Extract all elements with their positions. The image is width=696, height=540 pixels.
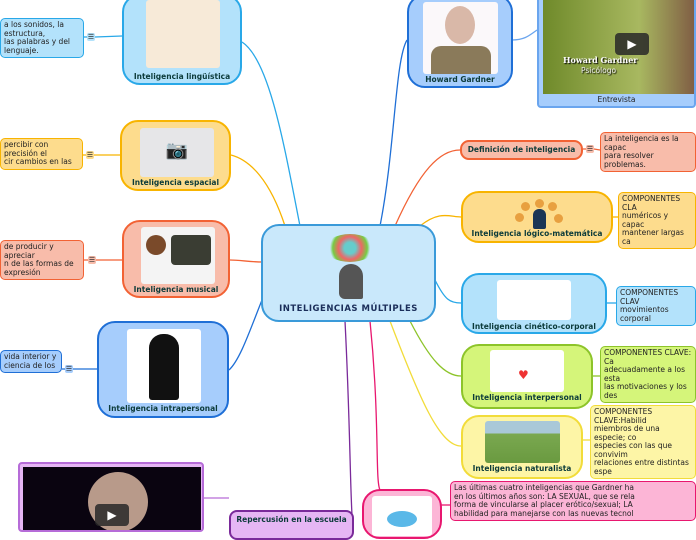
node-otras-inteligencias[interactable] — [362, 489, 442, 539]
note-line: miembros de una especie; co — [594, 424, 660, 442]
notes-icon[interactable]: ☰ — [86, 151, 94, 159]
person-silhouette-image — [127, 329, 201, 403]
node-label: Definición de inteligencia — [467, 145, 576, 154]
note-line: numéricos y capac — [622, 211, 669, 229]
node-label: Howard Gardner — [425, 75, 495, 84]
note-line: adecuadamente a los esta — [604, 365, 685, 383]
node-linguistica[interactable]: Inteligencia lingüística — [122, 0, 242, 85]
node-definicion[interactable]: Definición de inteligencia — [460, 140, 583, 160]
connector-lines — [62, 29, 618, 516]
play-icon[interactable]: ▶ — [95, 504, 129, 526]
notes-icon[interactable]: ☰ — [65, 365, 73, 373]
note-line: n de las formas de expresión — [4, 259, 74, 277]
dancing-children-image — [497, 280, 571, 320]
note-line: especies con las que convivim — [594, 441, 672, 459]
note-line: COMPONENTES CLAVE:Habilid — [594, 407, 653, 425]
note-line: mantener largas ca — [622, 228, 684, 246]
note-line: La inteligencia es la capac — [604, 134, 679, 152]
node-interpersonal[interactable]: ♥ Inteligencia interpersonal — [461, 344, 593, 409]
node-cinetico-corporal[interactable]: Inteligencia cinético-corporal — [461, 273, 607, 334]
note-line: ciencia de los — [4, 360, 56, 370]
video-caption: Entrevista — [597, 95, 636, 104]
node-naturalista[interactable]: Inteligencia naturalista — [461, 415, 583, 479]
node-musical[interactable]: Inteligencia musical — [122, 220, 230, 298]
note-linguistica[interactable]: a los sonidos, la estructura,las palabra… — [0, 18, 84, 58]
note-line: habilidad para manejarse con las nuevas … — [454, 508, 634, 518]
note-line: para resolver problemas. — [604, 151, 654, 169]
note-line: movimientos corporal — [620, 305, 669, 323]
node-intrapersonal[interactable]: Inteligencia intrapersonal — [97, 321, 229, 418]
image-placeholder-camera-icon: 📷 — [140, 128, 214, 177]
node-label: Inteligencia lingüística — [133, 72, 231, 81]
node-howard-gardner[interactable]: Howard Gardner — [407, 0, 513, 88]
notes-icon[interactable]: ☰ — [88, 256, 96, 264]
brain-head-icon — [325, 234, 375, 299]
note-line: de producir y apreciar — [4, 242, 54, 260]
note-line: relaciones entre distintas espe — [594, 458, 689, 476]
note-line: COMPONENTES CLA — [622, 194, 681, 212]
node-label: Inteligencia interpersonal — [472, 393, 582, 402]
piano-player-image — [141, 227, 215, 284]
video-title: Howard Gardner — [563, 55, 638, 65]
note-line: vida interior y — [4, 352, 57, 361]
node-label: Inteligencia lógico-matemática — [471, 229, 603, 238]
node-logico-matematica[interactable]: Inteligencia lógico-matemática — [461, 191, 613, 243]
note-line: COMPONENTES CLAV — [620, 288, 679, 306]
node-espacial[interactable]: 📷 Inteligencia espacial — [120, 120, 231, 191]
notes-icon[interactable]: ☰ — [87, 33, 95, 41]
note-line: a los sonidos, la estructura, — [4, 20, 64, 38]
children-books-image — [146, 0, 220, 68]
node-label: Inteligencia musical — [133, 285, 219, 294]
note-line: forma de vincularse al placer erótico/se… — [454, 500, 633, 509]
node-label: Inteligencia intrapersonal — [108, 404, 218, 413]
howard-gardner-photo — [423, 2, 498, 74]
note-line: en los últimos años son: LA SEXUAL, que … — [454, 491, 635, 501]
note-line: las palabras y del lenguaje. — [4, 37, 71, 55]
node-repercusion[interactable]: Repercusión en la escuela — [229, 510, 354, 540]
play-icon[interactable]: ▶ — [615, 33, 649, 55]
note-otras-inteligencias[interactable]: Las últimas cuatro inteligencias que Gar… — [450, 481, 696, 521]
note-line: las motivaciones y los des — [604, 382, 687, 400]
nature-children-image — [485, 421, 560, 463]
central-topic[interactable]: INTELIGENCIAS MÚLTIPLES — [261, 224, 436, 322]
head-math-icons-image — [515, 199, 563, 229]
node-label: Inteligencia cinético-corporal — [472, 322, 596, 331]
note-line: Las últimas cuatro inteligencias que Gar… — [454, 483, 635, 492]
central-title: INTELIGENCIAS MÚLTIPLES — [279, 304, 418, 314]
video-subtitle: Psicólogo — [581, 66, 617, 75]
people-relations-image: ♥ — [490, 350, 564, 392]
video-node-entrevista[interactable]: Howard Gardner Psicólogo ▶ Entrevista — [537, 0, 696, 108]
note-line: cir cambios en las — [4, 157, 72, 166]
node-label: Inteligencia naturalista — [472, 464, 572, 473]
video-node-bottom[interactable]: ▶ — [18, 462, 204, 532]
node-label: Inteligencia espacial — [131, 178, 220, 187]
note-line: COMPONENTES CLAVE: Ca — [604, 348, 692, 366]
notes-icon[interactable]: ☰ — [586, 145, 594, 153]
brain-lightbulb-image — [372, 496, 432, 536]
note-line: percibir con precisión el — [4, 140, 49, 158]
